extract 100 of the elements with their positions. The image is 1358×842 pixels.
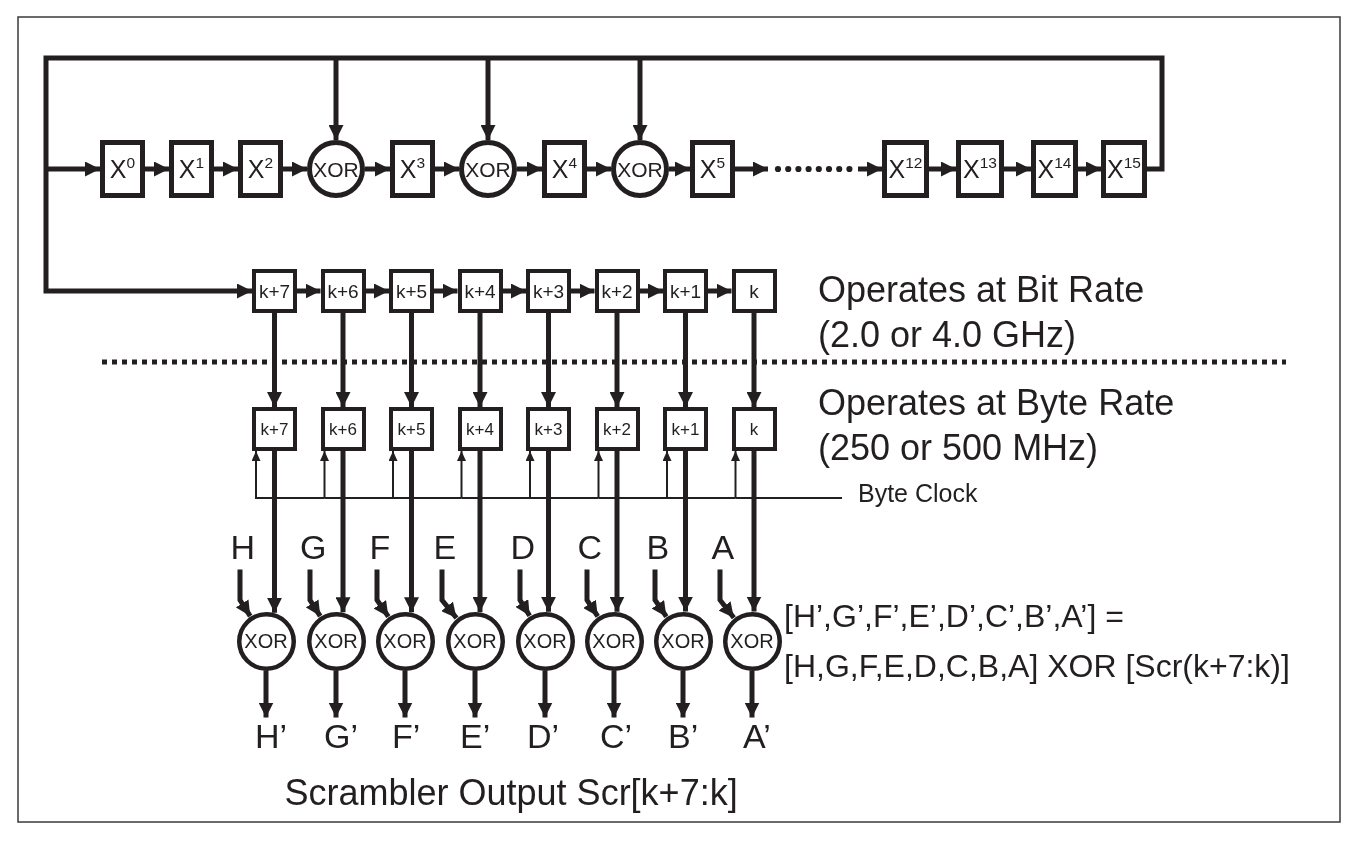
shift-register-box (390, 140, 435, 198)
register-box (663, 407, 708, 451)
signal-label: C’ (600, 717, 633, 751)
register-label: X$^{13}$ (963, 156, 997, 182)
arrow (214, 161, 238, 177)
signal-label: C (577, 532, 603, 570)
gate-label: XOR (661, 631, 705, 651)
arrow (434, 283, 458, 299)
arrow (46, 161, 100, 177)
arrow (235, 569, 253, 618)
signal-label: H (230, 532, 256, 570)
arrow (662, 450, 672, 499)
register-box (594, 269, 640, 313)
xor-gate (307, 140, 365, 198)
shift-register-box (690, 140, 735, 198)
arrow (404, 313, 419, 407)
arrow (335, 451, 351, 613)
register-box (252, 407, 297, 451)
arrow (717, 569, 736, 620)
gate-label: XOR (592, 631, 636, 651)
register-label: k+4 (464, 281, 496, 301)
arrow (388, 450, 398, 499)
xor-gate (445, 611, 505, 671)
register-box (252, 269, 297, 313)
connector-line (529, 497, 600, 499)
arrow (639, 283, 663, 299)
register-label: X$^{3}$ (399, 156, 426, 182)
arrow (675, 670, 691, 718)
register-box (457, 407, 503, 451)
register-label: k+4 (466, 420, 494, 438)
arrow (320, 450, 329, 499)
gate-label: XOR (523, 631, 567, 651)
signal-label: F (369, 532, 391, 570)
arrow (678, 451, 693, 612)
arrow (404, 451, 419, 613)
signal-label: Byte Clock (842, 478, 978, 508)
connector-line (323, 497, 394, 499)
signal-label: A (711, 532, 735, 570)
signal-label: D’ (527, 717, 560, 751)
gate-label: XOR (313, 158, 359, 180)
arrow (929, 161, 956, 177)
arrow (609, 451, 625, 612)
register-box (526, 269, 571, 313)
register-box (594, 407, 640, 451)
arrow (258, 670, 274, 718)
gate-label: XOR (617, 158, 663, 180)
arrow (583, 569, 600, 618)
rate-note: Operates at Bit Rate (2.0 or 4.0 GHz) (818, 267, 1146, 357)
register-box (457, 269, 503, 313)
arrow (651, 569, 669, 619)
register-box (526, 407, 571, 451)
arrow (297, 283, 321, 299)
gate-label: XOR (244, 631, 288, 651)
register-label: X$^{12}$ (888, 156, 923, 182)
register-label: k+1 (671, 420, 700, 438)
arrow (1004, 161, 1031, 177)
arrow (541, 451, 556, 612)
connector-line (640, 55, 1165, 172)
arrow (735, 161, 768, 177)
arrow (632, 58, 648, 140)
register-label: k+7 (260, 420, 289, 438)
arrow (731, 450, 740, 499)
register-box (731, 407, 777, 451)
arrow (467, 670, 483, 718)
register-label: k+7 (258, 281, 291, 301)
arrow (472, 451, 488, 612)
xor-gate (611, 140, 669, 198)
connector-line (488, 55, 640, 61)
signal-label: B’ (668, 717, 699, 751)
arrow (669, 161, 690, 177)
register-label: k+2 (603, 420, 631, 438)
register-label: k+5 (395, 281, 428, 301)
signal-label: E’ (460, 717, 491, 751)
register-label: k+2 (601, 281, 633, 301)
xor-gate (653, 611, 713, 671)
arrow (365, 283, 389, 299)
register-label: k+5 (397, 420, 426, 438)
register-label: X$^{1}$ (178, 156, 205, 182)
arrow (537, 670, 553, 718)
signal-label: A’ (743, 717, 771, 751)
shift-register-box (542, 140, 587, 198)
arrow (587, 161, 611, 177)
signal-label: E (433, 532, 457, 570)
shift-register-box (956, 140, 1004, 198)
signal-label: F’ (392, 717, 421, 751)
arrow (1078, 161, 1101, 177)
arrow (267, 451, 282, 613)
arrow (439, 569, 459, 620)
arrow (365, 161, 390, 177)
equation-text: [H’,G’,F’,E’,D’,C’,B’,A’] = [H,G,F,E,D,C,B,A] XOR [Scr(k+7:k)] (784, 597, 1291, 686)
register-box (663, 269, 708, 313)
xor-gate (722, 611, 782, 671)
arrow (744, 670, 760, 718)
register-label: k+3 (532, 281, 565, 301)
register-label: k+6 (327, 281, 359, 301)
arrow (283, 161, 307, 177)
arrow (457, 450, 466, 499)
arrow (746, 313, 762, 407)
arrow (609, 313, 625, 407)
register-box (731, 269, 777, 313)
